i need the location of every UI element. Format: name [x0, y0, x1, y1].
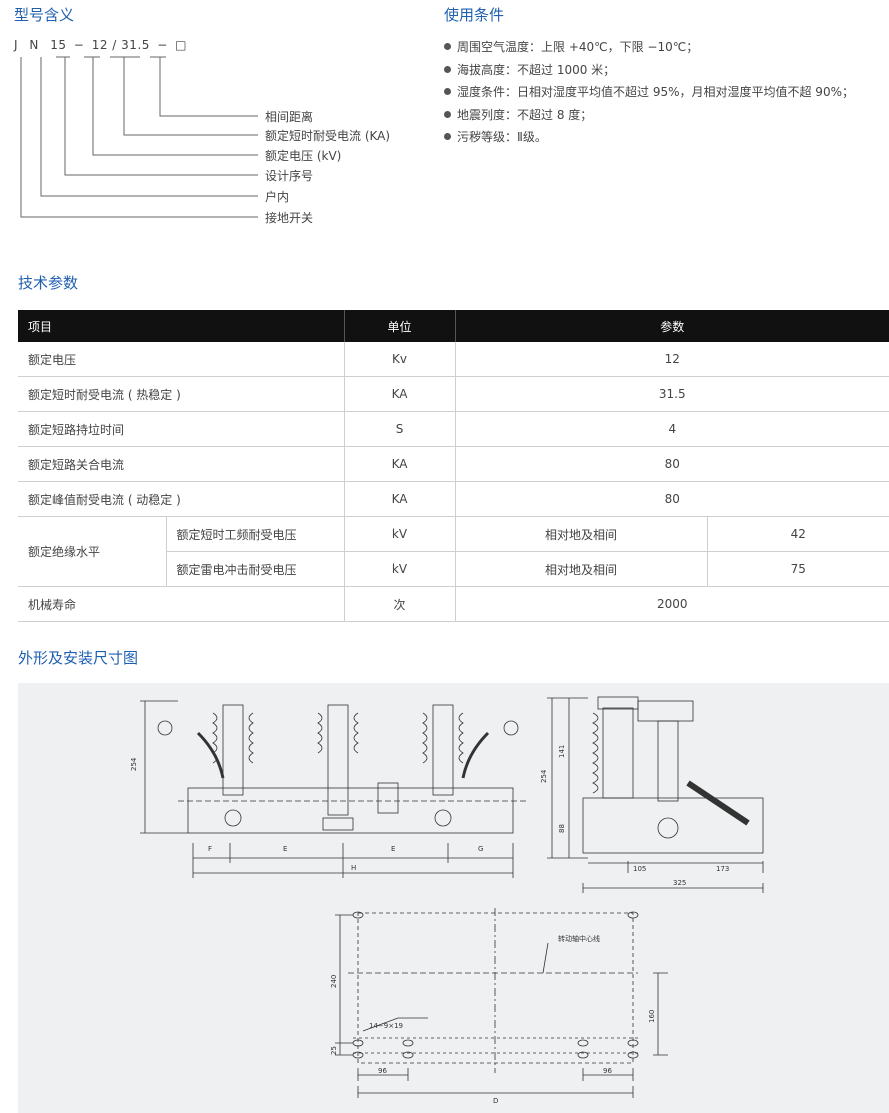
bullet-icon	[444, 133, 451, 140]
model-section-title: 型号含义	[14, 6, 75, 24]
front-f-label: F	[208, 845, 212, 853]
table-row: 额定短路关合电流 KA 80	[18, 446, 889, 482]
side-upper-label: 141	[558, 745, 566, 758]
drawing-section-title: 外形及安装尺寸图	[18, 649, 139, 667]
insulator-middle	[317, 704, 359, 831]
bullet-icon	[444, 65, 451, 73]
code-15: 15	[50, 38, 67, 52]
plan-96a-label: 96	[378, 1067, 387, 1075]
table-header-row: 项目 单位 参数	[18, 310, 889, 342]
side-total-label: 325	[673, 879, 686, 887]
holes-label: 14−9×19	[369, 1022, 403, 1030]
plan-25-label: 25	[330, 1046, 338, 1055]
side-height-label: 254	[540, 769, 548, 783]
code-n: N	[29, 38, 39, 52]
front-h-label: H	[351, 864, 356, 872]
table-row: 额定雷电冲击耐受电压 kV 相对地及相间 75	[18, 551, 889, 587]
label-design-serial: 设计序号	[265, 169, 314, 183]
side-lower-label: 88	[558, 824, 566, 833]
table-row: 机械寿命 次 2000	[18, 586, 889, 622]
table-row: 额定短时耐受电流 ( 热稳定 ) KA 31.5	[18, 376, 889, 412]
front-view	[140, 700, 528, 878]
plan-96b-label: 96	[603, 1067, 612, 1075]
code-box: □	[175, 38, 187, 52]
bullet-icon	[444, 110, 451, 118]
condition-item: 地震列度：不超过 8 度；	[444, 104, 854, 127]
conditions-list: 周围空气温度：上限 +40℃，下限 −10℃； 海拔高度：不超过 1000 米；…	[444, 36, 854, 149]
header-item: 项目	[18, 310, 345, 342]
bullet-icon	[444, 88, 451, 95]
front-height-label: 254	[130, 757, 138, 771]
code-31-5: 31.5	[121, 38, 150, 52]
header-value: 参数	[455, 310, 889, 342]
condition-item: 污秽等级：Ⅱ级。	[444, 126, 854, 149]
label-earthing-switch: 接地开关	[265, 211, 314, 225]
table-row: 额定短路持垃时间 S 4	[18, 411, 889, 447]
label-phase-distance: 相间距离	[265, 110, 314, 124]
code-dash1: −	[73, 38, 85, 52]
code-12: 12	[91, 38, 108, 52]
condition-item: 海拔高度：不超过 1000 米；	[444, 59, 854, 82]
header-unit: 单位	[344, 310, 456, 342]
front-g-label: G	[478, 845, 483, 853]
label-rated-voltage: 额定电压 (kV)	[265, 149, 342, 163]
condition-item: 湿度条件：日相对湿度平均值不超过 95%，月相对湿度平均值不超 90%；	[444, 81, 854, 104]
table-row: 额定绝缘水平 额定短时工频耐受电压 kV 相对地及相间 42	[18, 516, 889, 587]
plan-d-label: D	[493, 1097, 498, 1105]
plan-240-label: 240	[330, 975, 338, 988]
front-e2-label: E	[391, 845, 395, 853]
shaft-centerline-label: 转动轴中心线	[558, 934, 600, 943]
params-section-title: 技术参数	[18, 274, 79, 292]
conditions-section-title: 使用条件	[444, 6, 505, 24]
dimension-drawing: 254 F E E G H 254 141 88 105 173 325 转动轴…	[18, 683, 889, 1113]
code-slash: /	[112, 38, 117, 52]
condition-item: 周围空气温度：上限 +40℃，下限 −10℃；	[444, 36, 854, 59]
plan-view	[335, 908, 668, 1098]
label-short-time-current: 额定短时耐受电流 (KA)	[265, 129, 391, 143]
side-d1-label: 105	[633, 865, 646, 873]
params-table: 项目 单位 参数 额定电压 Kv 12 额定短时耐受电流 ( 热稳定 ) KA …	[18, 310, 889, 622]
table-row: 额定峰值耐受电流 ( 动稳定 ) KA 80	[18, 481, 889, 517]
model-code: J N 15 − 12 / 31.5 − □	[14, 38, 187, 52]
technical-drawing-svg: 254 F E E G H 254 141 88 105 173 325 转动轴…	[130, 696, 764, 1105]
code-j: J	[14, 38, 19, 52]
label-indoor: 户内	[265, 190, 290, 204]
plan-160-label: 160	[648, 1010, 656, 1023]
model-leader-lines	[20, 56, 258, 218]
front-e1-label: E	[283, 845, 287, 853]
bullet-icon	[444, 43, 451, 50]
table-row: 额定电压 Kv 12	[18, 342, 889, 377]
insulator-right	[422, 704, 464, 827]
side-view	[547, 696, 764, 893]
code-dash2: −	[157, 38, 168, 52]
side-d2-label: 173	[716, 865, 729, 873]
